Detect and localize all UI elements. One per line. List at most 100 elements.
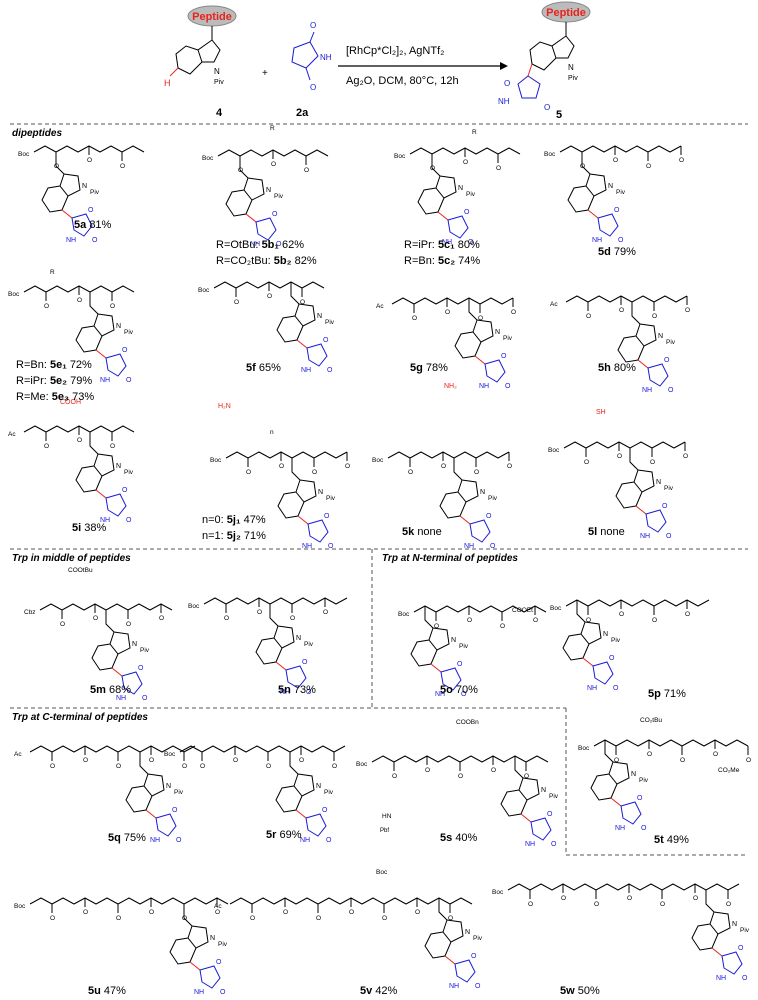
- svg-text:O: O: [382, 915, 387, 922]
- mol-5c-maleimide: [447, 215, 469, 239]
- mol-5o-benzene: [410, 639, 438, 667]
- svg-text:O: O: [142, 695, 148, 702]
- label-5q: 5q 75%: [108, 832, 146, 844]
- label-5d: 5d 79%: [598, 246, 636, 258]
- svg-text:O: O: [332, 763, 337, 770]
- svg-text:O: O: [613, 157, 618, 164]
- svg-text:O: O: [685, 307, 690, 314]
- svg-text:O: O: [637, 795, 643, 802]
- label-5f: 5f 65%: [246, 362, 281, 374]
- svg-text:O: O: [176, 837, 182, 844]
- svg-text:NH: NH: [194, 989, 204, 996]
- svg-text:O: O: [586, 313, 591, 320]
- svg-text:O: O: [224, 615, 229, 622]
- section-trp-cterm: Trp at C-terminal of peptides: [12, 712, 148, 723]
- svg-text:R: R: [472, 129, 477, 136]
- svg-text:O: O: [77, 437, 82, 444]
- mol-5k-benzene: [439, 491, 467, 519]
- mol-5e-pyrrole: [93, 313, 115, 337]
- mol-5p-sidechain: [576, 600, 586, 623]
- mol-5m-backbone: [39, 603, 173, 611]
- mol-5k-maleimide: [469, 519, 491, 543]
- mol-5p-cap: Boc: [550, 605, 562, 612]
- mol-5n-backbone: [203, 597, 348, 605]
- mol-5v-maleimide: [454, 959, 476, 983]
- reactant-4-label: 4: [216, 107, 223, 119]
- svg-text:O: O: [425, 767, 430, 774]
- mol-5f-benzene: [276, 315, 304, 343]
- svg-text:O: O: [652, 617, 657, 624]
- svg-text:O: O: [302, 659, 308, 666]
- mol-5s-sidechain: [514, 756, 524, 779]
- svg-text:O: O: [505, 383, 511, 390]
- mol-5l-backbone: [563, 441, 686, 449]
- svg-text:O: O: [200, 763, 205, 770]
- label-5k: 5k none: [402, 526, 442, 538]
- mol-5w-maleimide: [721, 951, 743, 975]
- mol-5h-sidechain: [631, 302, 641, 325]
- svg-text:O: O: [120, 163, 125, 170]
- mol-5s-cap: Boc: [356, 761, 368, 768]
- mol-5n-pyrrole: [273, 625, 295, 649]
- svg-text:O: O: [44, 443, 49, 450]
- svg-text:O: O: [647, 751, 652, 758]
- mol-5m-cap: Cbz: [24, 609, 36, 616]
- mol-5h-ch-bond: [637, 359, 649, 369]
- mol-5d-maleimide: [597, 213, 619, 237]
- mol-5a-ch-bond: [61, 209, 73, 219]
- section-dipeptides: dipeptides: [12, 128, 63, 139]
- mol-5p-pyrrole: [580, 621, 602, 645]
- mol-5h-benzene: [617, 335, 645, 363]
- svg-text:N: N: [603, 631, 608, 638]
- mol-5q-benzene: [125, 785, 153, 813]
- mol-5s-backbone: [371, 755, 549, 763]
- svg-text:NH: NH: [498, 97, 510, 106]
- svg-text:CO₂tBu: CO₂tBu: [640, 717, 662, 724]
- svg-text:O: O: [126, 377, 132, 384]
- svg-text:O: O: [500, 623, 505, 630]
- svg-text:N: N: [296, 635, 301, 642]
- svg-text:R: R: [270, 125, 275, 132]
- svg-text:O: O: [122, 487, 128, 494]
- svg-text:O: O: [323, 337, 329, 344]
- mol-5v-pyrrole: [442, 919, 464, 943]
- svg-text:O: O: [83, 757, 88, 764]
- mol-5k-backbone: [387, 451, 510, 459]
- svg-text:O: O: [474, 469, 479, 476]
- mol-5i-cap: Ac: [8, 431, 16, 438]
- mol-5r-pyrrole: [293, 773, 315, 797]
- label-5a: 5a 81%: [74, 219, 112, 231]
- mol-5r-backbone: [179, 745, 346, 753]
- svg-text:NH: NH: [449, 983, 459, 990]
- mol-5j-pyrrole: [295, 479, 317, 503]
- mol-5g-pyrrole: [472, 319, 494, 343]
- svg-text:O: O: [685, 611, 690, 618]
- mol-5d-backbone: [559, 145, 682, 153]
- mol-5r-maleimide: [305, 813, 327, 837]
- reactant-4-structure: Peptide N Piv H: [164, 5, 237, 88]
- mol-5g-benzene: [454, 331, 482, 359]
- svg-text:N: N: [631, 771, 636, 778]
- mol-5w-pyrrole: [709, 911, 731, 935]
- mol-5q-ch-bond: [145, 809, 157, 819]
- svg-text:O: O: [434, 623, 439, 630]
- svg-text:O: O: [713, 751, 718, 758]
- mol-5f-sidechain: [290, 282, 300, 305]
- svg-text:NH: NH: [250, 241, 260, 248]
- label-5j1: n=0: 5j₁ 47%: [202, 514, 266, 526]
- svg-text:O: O: [323, 609, 328, 616]
- svg-text:Piv: Piv: [124, 469, 134, 476]
- svg-text:O: O: [594, 901, 599, 908]
- mol-5b-sidechain: [239, 156, 249, 179]
- svg-text:O: O: [110, 443, 115, 450]
- svg-text:O: O: [290, 615, 295, 622]
- mol-5h-cap: Ac: [550, 301, 558, 308]
- svg-text:O: O: [304, 167, 309, 174]
- svg-text:O: O: [345, 463, 350, 470]
- svg-text:O: O: [501, 353, 507, 360]
- svg-text:Piv: Piv: [466, 191, 476, 198]
- svg-text:O: O: [468, 239, 474, 246]
- svg-text:O: O: [445, 309, 450, 316]
- svg-text:Piv: Piv: [325, 319, 335, 326]
- label-5e2: R=iPr: 5e₂ 79%: [16, 375, 93, 387]
